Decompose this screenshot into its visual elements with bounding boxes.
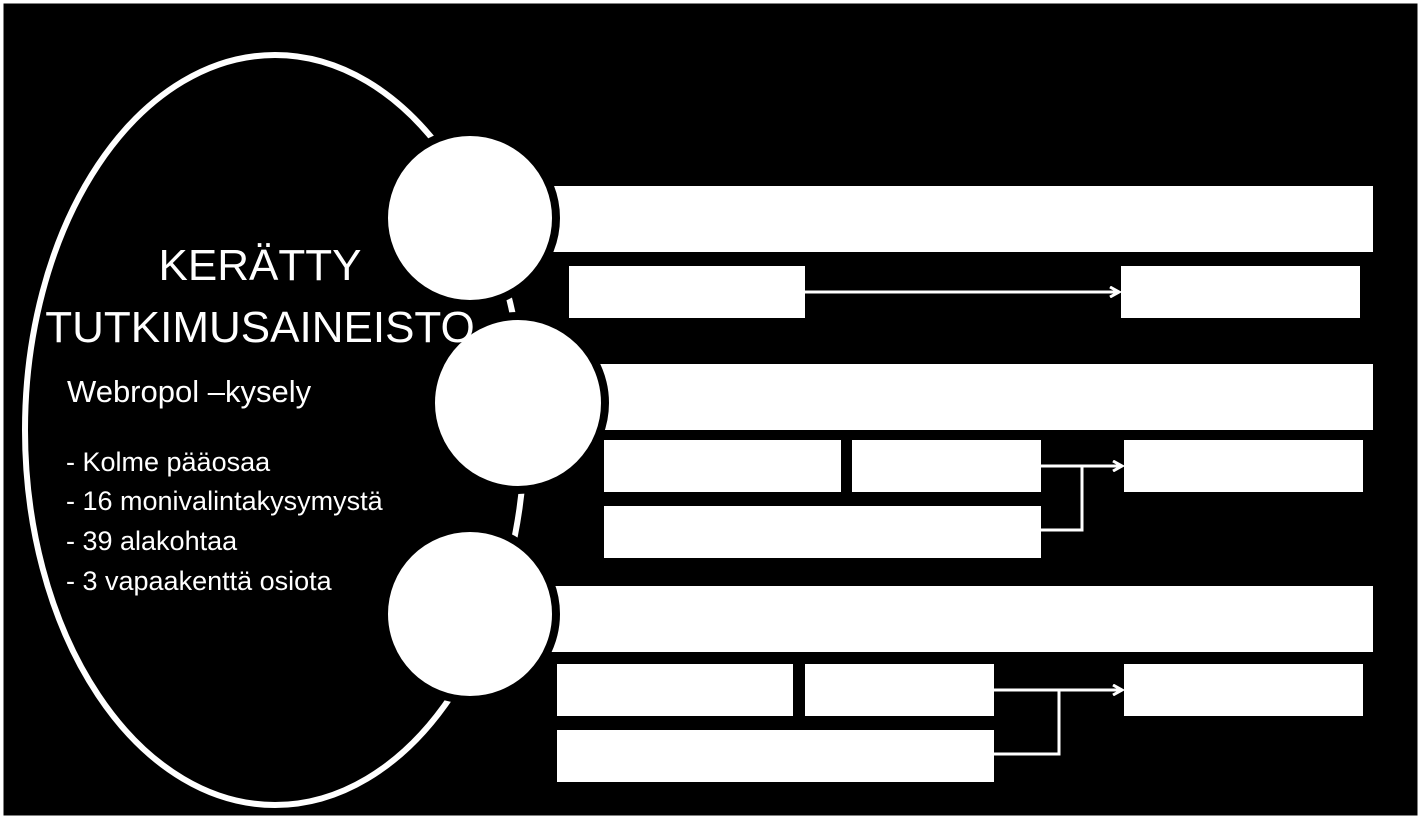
row2-box-result (1124, 440, 1363, 492)
title-line-2: TUTKIMUSAINEISTO (45, 303, 475, 352)
row3-circle (380, 524, 560, 704)
bullet-item: - 39 alakohtaa (66, 526, 238, 556)
bullet-item: - 3 vapaakenttä osiota (66, 566, 332, 596)
row3-box-b (805, 664, 994, 716)
row2-header-bar (520, 364, 1373, 430)
subtitle: Webropol –kysely (67, 374, 312, 409)
row3-box-a (557, 664, 793, 716)
row2-box-a (604, 440, 841, 492)
row3-box-c (557, 730, 994, 782)
bullet-item: - 16 monivalintakysymystä (66, 486, 383, 516)
row2-connector (1041, 466, 1084, 532)
row2-box-b (852, 440, 1041, 492)
row3-connector (994, 690, 1061, 756)
row2-circle (427, 312, 609, 494)
title-line-1: KERÄTTY (158, 241, 362, 290)
row2-box-c (604, 506, 1041, 558)
bullet-item: - Kolme pääosaa (66, 447, 271, 477)
row1-box-a (569, 266, 805, 318)
row1-header-bar (450, 186, 1373, 252)
row3-box-result (1124, 664, 1363, 716)
row3-header-bar (470, 586, 1373, 652)
row1-box-result (1121, 266, 1360, 318)
row1-circle (380, 128, 560, 308)
